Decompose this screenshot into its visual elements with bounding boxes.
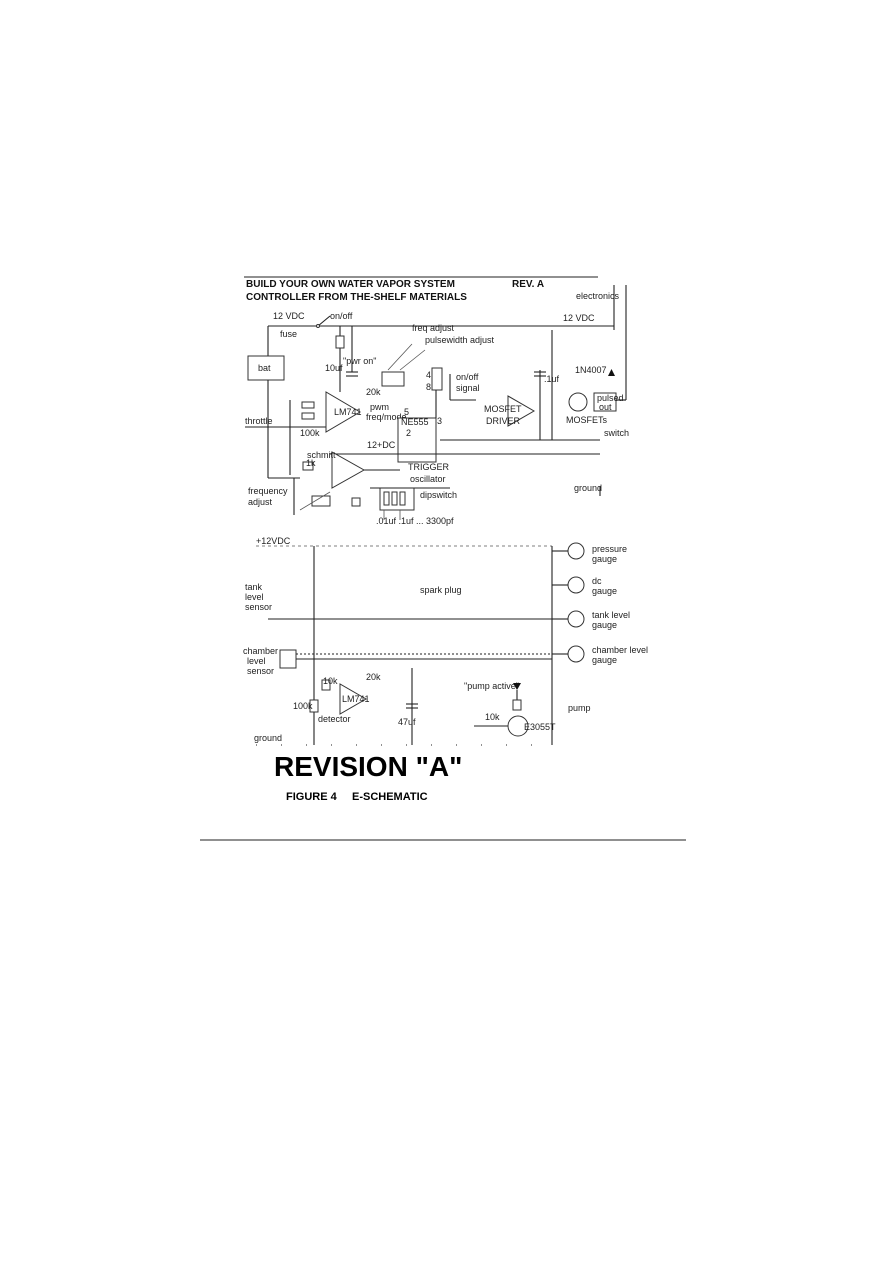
label-tank-level-2: level	[245, 592, 264, 602]
label-pulsed-out-1: pulsed	[597, 393, 624, 403]
label-ground-bottom: ground	[254, 733, 282, 743]
svg-text:LM741: LM741	[342, 694, 370, 704]
diode-symbol	[608, 369, 615, 376]
svg-text:10uf: 10uf	[325, 363, 343, 373]
label-gauge-dc-1: dc	[592, 576, 602, 586]
svg-text:47uf: 47uf	[398, 717, 416, 727]
svg-text:pwm: pwm	[370, 402, 389, 412]
revision-title: REVISION "A"	[274, 751, 462, 782]
label-10k: 10k	[485, 712, 500, 722]
label-trigger: TRIGGER	[408, 462, 450, 472]
label-pump-active: "pump active"	[464, 681, 519, 691]
label-oscillator: oscillator	[410, 474, 446, 484]
trigger-opamp	[331, 451, 366, 489]
label-freq-adjust-2: adjust	[248, 497, 273, 507]
label-12vdc-bottom: +12VDC	[256, 536, 291, 546]
label-ground-top: ground	[574, 483, 602, 493]
gauge-dc	[567, 576, 585, 594]
svg-text:1N4007: 1N4007	[575, 365, 607, 375]
label-12vdc-left: 12 VDC	[273, 311, 305, 321]
label-driver-2: DRIVER	[486, 416, 521, 426]
svg-text:2: 2	[406, 428, 411, 438]
header-rev: REV. A	[512, 279, 544, 290]
label-gauge-tank-1: tank level	[592, 610, 630, 620]
label-pulsewidth-adjust: pulsewidth adjust	[425, 335, 495, 345]
label-tank-level-1: tank	[245, 582, 263, 592]
label-mosfets: MOSFETs	[566, 415, 608, 425]
label-12vdc-right: 12 VDC	[563, 313, 595, 323]
battery-symbol	[247, 355, 285, 381]
label-fuse: fuse	[280, 329, 297, 339]
svg-text:4: 4	[426, 370, 431, 380]
label-electronics: electronics	[576, 291, 620, 301]
chamber-sensor-box	[279, 649, 297, 669]
header-title-line1: BUILD YOUR OWN WATER VAPOR SYSTEM	[246, 279, 455, 290]
label-throttle: throttle	[245, 416, 273, 426]
label-pump: pump	[568, 703, 591, 713]
svg-text:freq/mode: freq/mode	[366, 412, 407, 422]
label-pulsed-out-2: out	[599, 402, 612, 412]
label-gauge-pressure-2: gauge	[592, 554, 617, 564]
detector-opamp	[339, 683, 368, 715]
label-gauge-pressure-1: pressure	[592, 544, 627, 554]
label-pwr-on: "pwr on"	[343, 356, 376, 366]
label-bat: bat	[258, 363, 271, 373]
svg-text:.01uf .1uf ... 3300pf: .01uf .1uf ... 3300pf	[376, 516, 454, 526]
label-freq-adjust-top: freq adjust	[412, 323, 455, 333]
svg-text:10k: 10k	[323, 676, 338, 686]
label-chamber-level-1: chamber	[243, 646, 278, 656]
label-ne555: NE555	[401, 417, 429, 427]
figure-caption: E-SCHEMATIC	[352, 791, 428, 803]
label-transistor: E3055T	[524, 722, 556, 732]
svg-text:5: 5	[404, 407, 409, 417]
svg-text:20k: 20k	[366, 387, 381, 397]
opamp-symbol	[325, 391, 361, 433]
gauge-pressure	[567, 542, 585, 560]
label-gauge-dc-2: gauge	[592, 586, 617, 596]
label-freq-adjust-1: frequency	[248, 486, 288, 496]
mosfet-driver	[507, 395, 536, 427]
svg-text:100k: 100k	[293, 701, 313, 711]
label-onoff-signal-2: signal	[456, 383, 480, 393]
label-driver-1: MOSFET	[484, 404, 522, 414]
label-switch: switch	[604, 428, 629, 438]
label-onoff: on/off	[330, 311, 353, 321]
header-title-line2: CONTROLLER FROM THE-SHELF MATERIALS	[246, 292, 467, 303]
svg-text:20k: 20k	[366, 672, 381, 682]
svg-text:100k: 100k	[300, 428, 320, 438]
svg-text:3: 3	[437, 416, 442, 426]
label-dipswitch: dipswitch	[420, 490, 457, 500]
svg-text:schmitt: schmitt	[307, 450, 336, 460]
label-onoff-signal-1: on/off	[456, 372, 479, 382]
label-detector: detector	[318, 714, 351, 724]
mosfet-symbol	[568, 392, 588, 412]
label-chamber-level-2: level	[247, 656, 266, 666]
svg-text:8: 8	[426, 382, 431, 392]
label-tank-level-3: sensor	[245, 602, 272, 612]
label-gauge-chamber-1: chamber level	[592, 645, 648, 655]
pump-led	[513, 683, 521, 690]
label-chamber-level-3: sensor	[247, 666, 274, 676]
gauge-chamber-level	[567, 645, 585, 663]
gauge-tank-level	[567, 610, 585, 628]
label-spark-plug: spark plug	[420, 585, 462, 595]
label-gauge-tank-2: gauge	[592, 620, 617, 630]
svg-text:1k: 1k	[306, 458, 316, 468]
svg-text:LM741: LM741	[334, 407, 362, 417]
figure-label: FIGURE 4	[286, 791, 338, 803]
label-gauge-chamber-2: gauge	[592, 655, 617, 665]
svg-text:12+DC: 12+DC	[367, 440, 396, 450]
ne555-chip	[397, 417, 437, 463]
